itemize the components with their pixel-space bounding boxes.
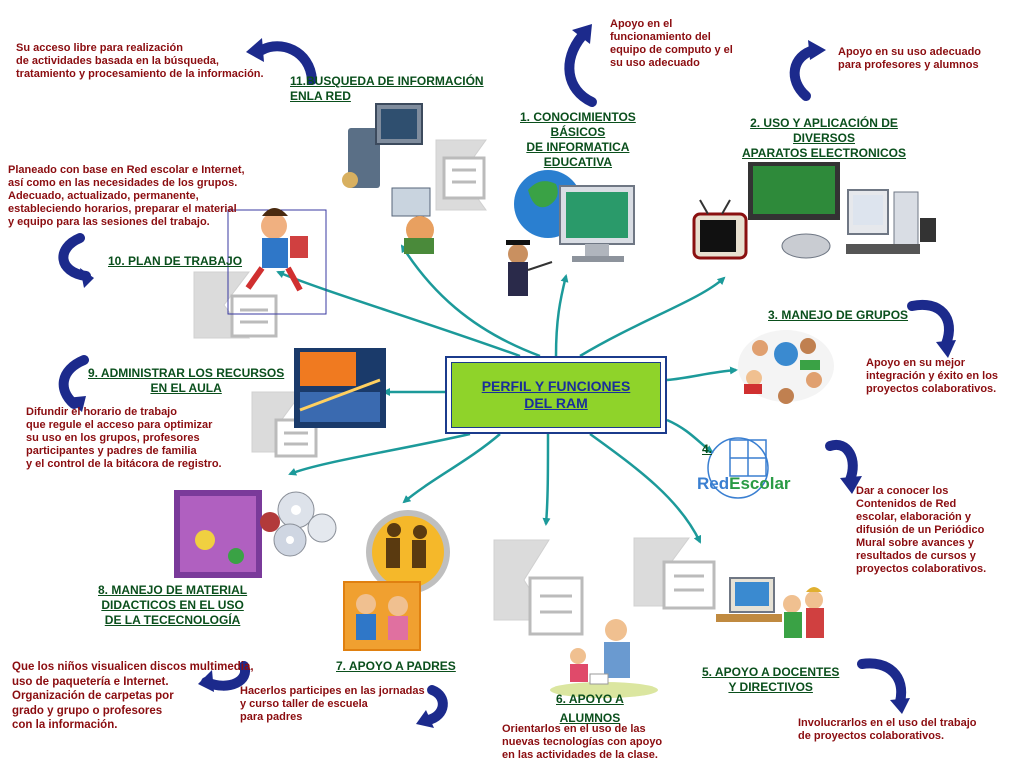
- center-node: PERFIL Y FUNCIONES DEL RAM: [445, 356, 667, 434]
- node-7-title: 7. APOYO A PADRES: [336, 659, 456, 673]
- link-n2: [579, 276, 726, 358]
- redescolar-logo: RedEscolar: [697, 474, 791, 494]
- document-icon: [493, 539, 584, 636]
- running-child-icon: [227, 208, 327, 315]
- node-9-desc: Difundir el horario de trabajo que regul…: [26, 406, 222, 470]
- kids-computer-icon: [716, 577, 824, 638]
- family-icon: [343, 510, 450, 651]
- cds-icon: [174, 490, 337, 578]
- link-n4: [666, 418, 714, 454]
- redescolar-logo-part2: Escolar: [729, 474, 791, 493]
- node-4-desc: Dar a conocer los Contenidos de Red esco…: [856, 485, 987, 575]
- document-icon: [633, 537, 716, 610]
- node-4-title: 4.: [702, 442, 713, 456]
- node-2-desc: Apoyo en su uso adecuado para profesores…: [838, 46, 982, 71]
- electronics-icon: [692, 162, 936, 260]
- node-8-title: 8. MANEJO DE MATERIAL DIDACTICOS EN EL U…: [98, 583, 248, 627]
- node-9-title: 9. ADMINISTRAR LOS RECURSOS EN EL AULA: [88, 366, 285, 395]
- link-n7: [402, 433, 501, 504]
- center-node-fill: PERFIL Y FUNCIONES DEL RAM: [451, 362, 661, 428]
- node-6-title: 6. APOYO A ALUMNOS: [556, 692, 624, 725]
- node-1-desc: Apoyo en el funcionamiento del equipo de…: [610, 18, 733, 69]
- search-computer-icon: [342, 103, 434, 254]
- node-1-title: 1. CONOCIMIENTOS BÁSICOS DE INFORMATICA …: [520, 110, 636, 169]
- node-3-title: 3. MANEJO DE GRUPOS: [768, 308, 909, 322]
- center-title: PERFIL Y FUNCIONES DEL RAM: [481, 378, 631, 411]
- link-n8: [288, 432, 471, 476]
- laptop-icon: [294, 348, 386, 428]
- document-icon: [435, 139, 487, 211]
- globe-monitor-icon: [506, 170, 635, 296]
- node-10-title: 10. PLAN DE TRABAJO: [108, 254, 243, 268]
- children-group-icon: [738, 330, 834, 404]
- redescolar-logo-icon: [707, 437, 769, 499]
- node-5-desc: Involucrarlos en el uso del trabajo de p…: [798, 717, 977, 742]
- link-n3: [666, 366, 738, 382]
- node-8-desc: Que los niños visualicen discos multimed…: [12, 661, 254, 731]
- link-n6: [542, 433, 551, 526]
- link-n1: [554, 274, 569, 357]
- node-5-title: 5. APOYO A DOCENTES Y DIRECTIVOS: [702, 665, 840, 694]
- node-6-desc: Orientarlos en el uso de las nuevas tecn…: [502, 723, 663, 761]
- document-icon: [193, 271, 278, 339]
- link-n11: [400, 244, 541, 358]
- curved-arrow-icon: [66, 24, 956, 728]
- teacher-children-icon: [550, 619, 658, 698]
- link-n5: [589, 432, 702, 544]
- redescolar-logo-part1: Red: [697, 474, 730, 493]
- node-11-desc: Su acceso libre para realización de acti…: [16, 42, 264, 80]
- node-10-desc: Planeado con base en Red escolar e Inter…: [8, 164, 245, 228]
- node-2-title: 2. USO Y APLICACIÓN DE DIVERSOS APARATOS…: [742, 116, 907, 160]
- node-11-title: 11.BUSQUEDA DE INFORMACIÓN ENLA RED: [290, 74, 484, 103]
- node-7-desc: Hacerlos participes en las jornadas y cu…: [240, 685, 425, 723]
- node-3-desc: Apoyo en su mejor integración y éxito en…: [866, 357, 999, 395]
